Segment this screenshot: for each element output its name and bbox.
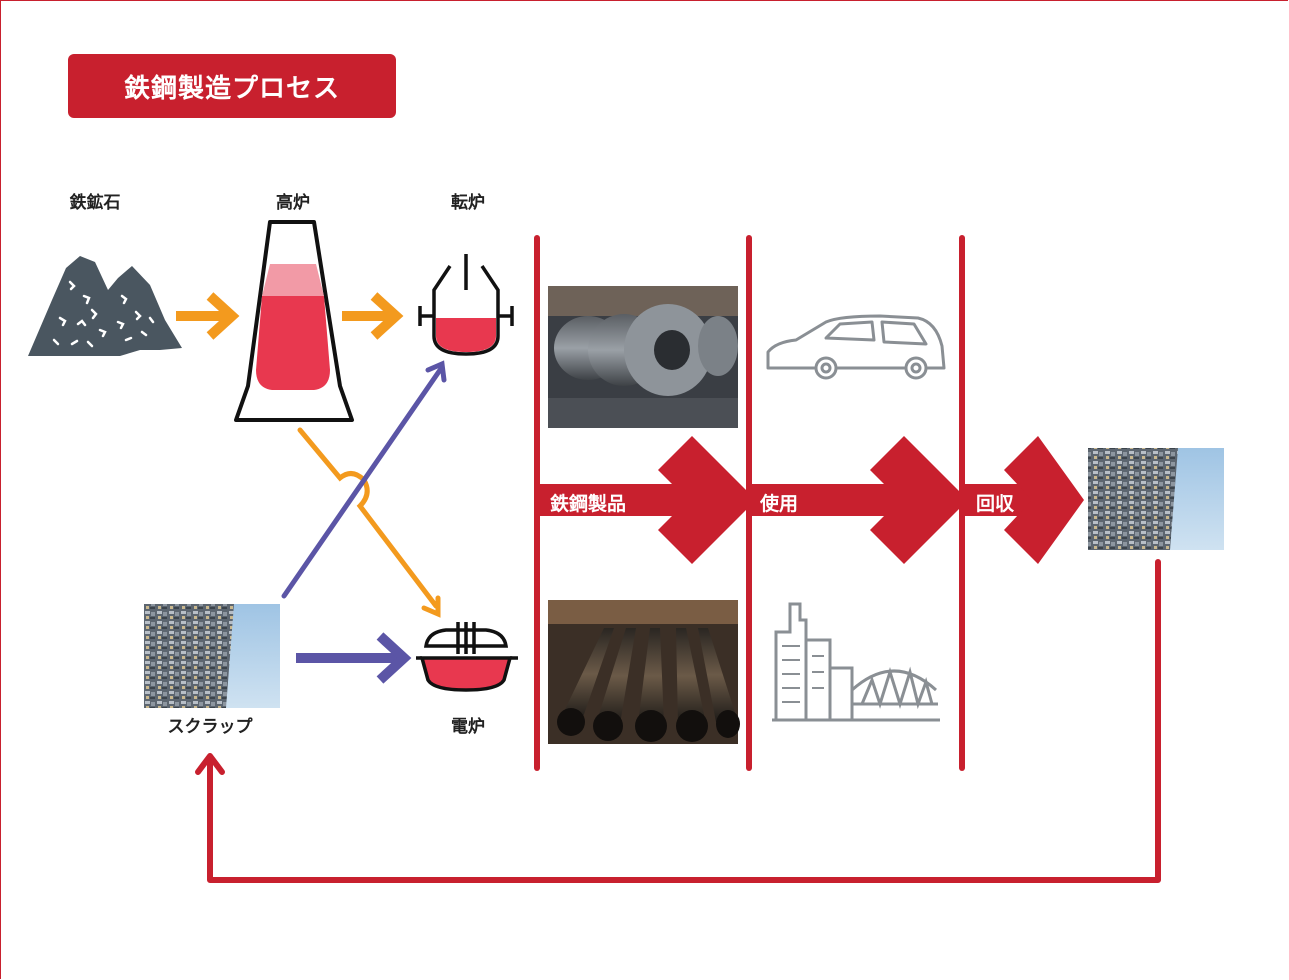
orange-arrow-2 — [342, 292, 404, 340]
scrap-photo-right — [1088, 448, 1224, 550]
car-icon — [766, 314, 946, 380]
purple-arrow-1 — [281, 360, 447, 599]
label-blast-furnace: 高炉 — [276, 193, 310, 213]
orange-arrow-1 — [176, 292, 240, 340]
purple-arrow-2 — [296, 632, 412, 684]
electric-furnace-icon — [416, 622, 518, 692]
steel-pipes-photo — [548, 600, 740, 744]
label-recovery: 回収 — [976, 493, 1015, 515]
label-steel-products: 鉄鋼製品 — [550, 493, 627, 515]
label-scrap: スクラップ — [167, 717, 253, 737]
label-electric-furnace: 電炉 — [451, 717, 485, 737]
recycle-loop — [195, 559, 1161, 883]
steel-coil-photo — [548, 286, 738, 428]
converter-icon — [418, 254, 514, 356]
page-title: 鉄鋼製造プロセス — [68, 54, 396, 118]
building-bridge-icon — [772, 602, 940, 722]
flow-band — [537, 436, 1084, 564]
mountain-rock-icon — [28, 256, 182, 356]
blast-furnace-icon — [234, 220, 354, 422]
label-use: 使用 — [760, 493, 799, 515]
label-converter: 転炉 — [451, 193, 485, 213]
scrap-photo-left — [144, 604, 280, 708]
orange-arrow-3 — [297, 427, 441, 618]
label-iron-ore: 鉄鉱石 — [69, 193, 121, 213]
